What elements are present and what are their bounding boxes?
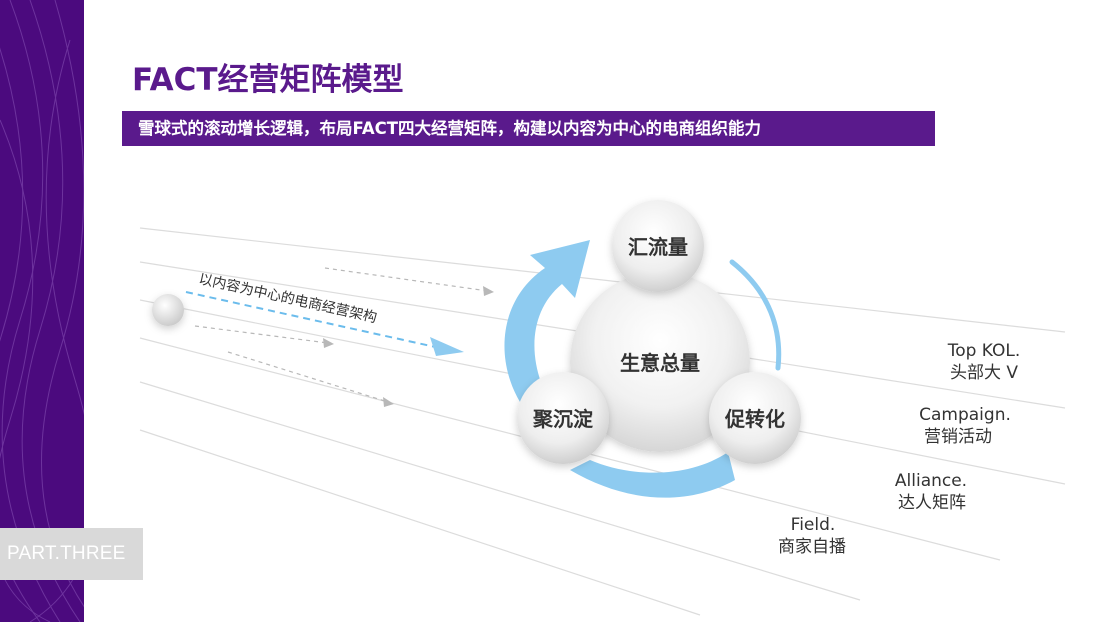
subtitle-banner: 雪球式的滚动增长逻辑，布局FACT四大经营矩阵，构建以内容为中心的电商组织能力	[122, 111, 935, 146]
side-bar	[0, 0, 84, 622]
motion-arrows	[194, 267, 489, 403]
category-labels: Top KOL. 头部大 V Campaign. 营销活动 Alliance. …	[778, 341, 1020, 557]
category-cn: 头部大 V	[950, 363, 1018, 383]
cycle-arrows	[504, 240, 782, 498]
category-cn: 达人矩阵	[898, 493, 966, 513]
subtitle-text: 雪球式的滚动增长逻辑，布局FACT四大经营矩阵，构建以内容为中心的电商组织能力	[138, 119, 762, 138]
page-title: FACT经营矩阵模型	[132, 62, 404, 98]
part-label: PART.THREE	[0, 528, 143, 580]
category-en: Top KOL.	[947, 341, 1021, 361]
top-node-label: 汇流量	[628, 235, 688, 259]
snowball-icon	[152, 294, 184, 326]
category-en: Alliance.	[895, 471, 967, 491]
motion-arrowheads	[323, 286, 494, 407]
category-cn: 商家自播	[778, 537, 846, 557]
center-bubble	[570, 272, 750, 452]
category-en: Campaign.	[919, 405, 1011, 425]
flow-arrow-line	[185, 291, 441, 349]
flow-label: 以内容为中心的电商经营架构	[197, 270, 378, 326]
center-label: 生意总量	[620, 351, 700, 375]
right-node-label: 促转化	[724, 407, 785, 431]
category-cn: 营销活动	[924, 427, 992, 447]
left-bubble	[517, 372, 609, 464]
right-bubble	[709, 372, 801, 464]
flow-arrow-head	[430, 337, 464, 356]
top-bubble	[612, 200, 704, 292]
category-en: Field.	[791, 515, 836, 535]
left-node-label: 聚沉淀	[532, 407, 594, 431]
